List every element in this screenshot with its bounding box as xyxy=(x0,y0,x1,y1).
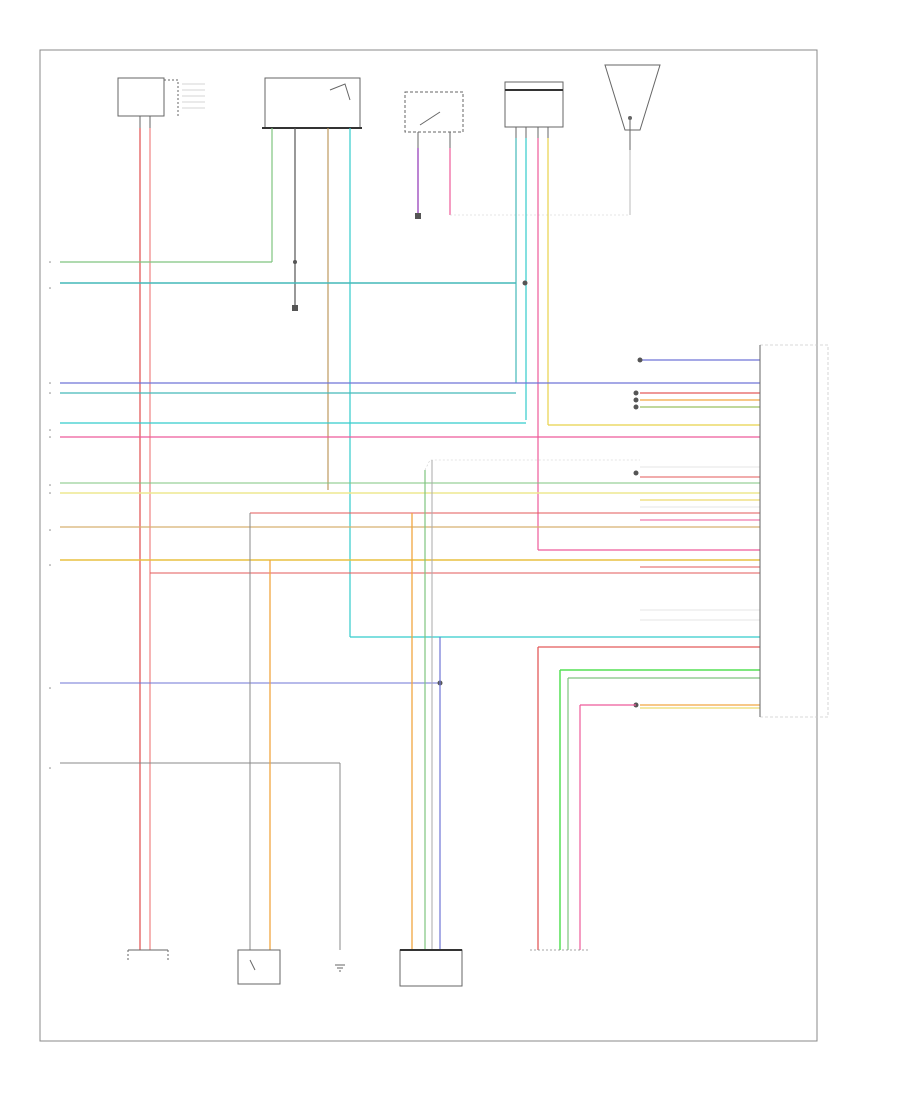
bottom-sensor-b xyxy=(237,949,281,985)
control-module xyxy=(759,344,829,718)
bottom-sensor-d xyxy=(399,949,463,987)
bottom-ground-c xyxy=(335,964,345,972)
left-pin-markers xyxy=(49,261,51,769)
top-connector-2 xyxy=(262,77,362,129)
connector-dots xyxy=(293,260,643,708)
top-switch-3 xyxy=(404,91,464,148)
top-switch-5 xyxy=(604,64,661,215)
bottom-sensor-a xyxy=(127,949,169,960)
top-sensor-4 xyxy=(504,81,564,138)
diagram-border xyxy=(39,49,818,1042)
top-sensor-1 xyxy=(117,77,205,128)
